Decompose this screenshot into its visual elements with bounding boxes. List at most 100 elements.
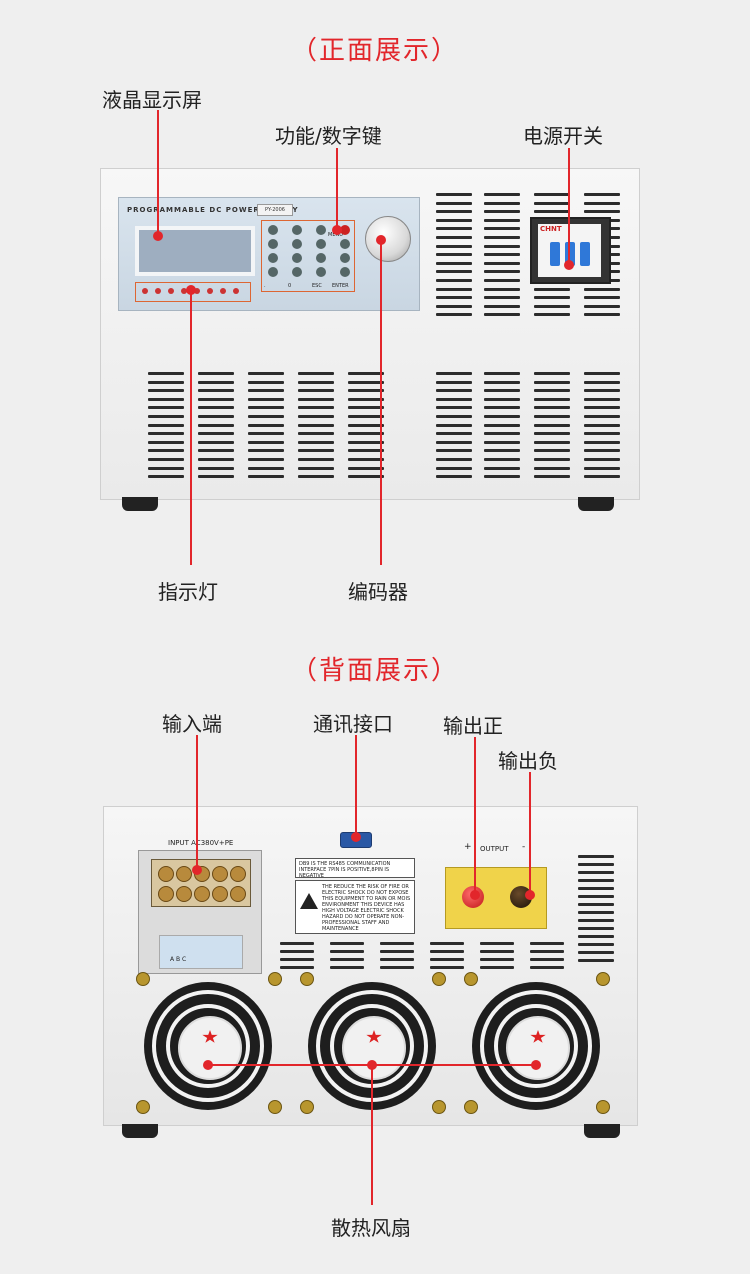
vent-slot — [298, 372, 334, 375]
terminal-screw[interactable] — [230, 866, 246, 882]
keypad-key[interactable] — [316, 267, 326, 277]
terminal-screw[interactable] — [176, 866, 192, 882]
back-foot-left — [122, 1124, 158, 1138]
vent-slot — [430, 950, 464, 953]
fan-mount-bolt — [300, 972, 314, 986]
keypad-key[interactable] — [268, 267, 278, 277]
keypad-key[interactable] — [340, 253, 350, 263]
keypad-key[interactable] — [316, 225, 326, 235]
keypad-key[interactable] — [340, 267, 350, 277]
pointer-dot-fan-3 — [531, 1060, 541, 1070]
vent-slot — [430, 958, 464, 961]
breaker-toggle-2[interactable] — [565, 242, 575, 266]
vent-slot — [248, 372, 284, 375]
vent-slot — [198, 449, 234, 453]
breaker-toggle-1[interactable] — [550, 242, 560, 266]
keypad-key[interactable] — [292, 239, 302, 249]
vent-slot — [436, 270, 472, 274]
vent-slot — [578, 887, 614, 890]
terminal-screw[interactable] — [212, 866, 228, 882]
pointer-indicator — [190, 290, 192, 565]
pointer-dot-lcd — [153, 231, 163, 241]
keypad-key[interactable] — [316, 253, 326, 263]
vent-slot — [436, 432, 472, 436]
keypad-key[interactable] — [292, 267, 302, 277]
indicator-led — [142, 288, 148, 294]
vent-slot — [584, 415, 620, 418]
vent-slot — [198, 466, 234, 470]
fan-hub — [178, 1016, 242, 1080]
vent-slot — [484, 313, 520, 317]
keypad-key[interactable] — [268, 225, 278, 235]
star-icon — [530, 1030, 546, 1043]
pointer-dot-input — [192, 865, 202, 875]
vent-slot — [436, 389, 472, 393]
vent-slot — [584, 458, 620, 461]
vent-slot — [298, 406, 334, 410]
vent-slot — [578, 879, 614, 882]
pointer-dot-out-pos — [470, 890, 480, 900]
vent-slot — [584, 304, 620, 308]
vent-slot — [484, 449, 520, 453]
cooling-fan — [472, 982, 600, 1110]
vent-slot — [534, 313, 570, 317]
vent-slot — [584, 210, 620, 214]
vent-slot — [436, 415, 472, 418]
vent-slot — [436, 201, 472, 205]
vent-slot — [584, 201, 620, 205]
keypad-key[interactable] — [340, 239, 350, 249]
vent-slot — [578, 919, 614, 922]
vent-slot — [584, 466, 620, 470]
fan-mount-bolt — [464, 1100, 478, 1114]
terminal-screw[interactable] — [158, 886, 174, 902]
vent-slot — [248, 432, 284, 436]
terminal-screw[interactable] — [176, 886, 192, 902]
pointer-dot-fan-1 — [203, 1060, 213, 1070]
label-input: 输入端 — [162, 712, 222, 736]
label-encoder: 编码器 — [348, 580, 408, 604]
terminal-screw[interactable] — [230, 886, 246, 902]
pointer-keys — [336, 148, 338, 230]
label-comm: 通讯接口 — [313, 712, 393, 736]
phase-labels: A B C — [170, 956, 187, 963]
vent-slot — [380, 958, 414, 961]
keypad-key[interactable] — [316, 239, 326, 249]
keypad-key[interactable] — [340, 225, 350, 235]
terminal-screw[interactable] — [194, 886, 210, 902]
keypad-key[interactable] — [268, 239, 278, 249]
vent-slot — [198, 432, 234, 436]
vent-slot — [148, 466, 184, 470]
vent-slot — [578, 927, 614, 930]
vent-slot — [298, 432, 334, 436]
vent-slot — [584, 380, 620, 384]
breaker-brand: CHNT — [540, 225, 562, 233]
fan-mount-bolt — [432, 1100, 446, 1114]
label-out-neg: 输出负 — [498, 749, 558, 773]
vent-slot — [578, 895, 614, 898]
breaker-toggle-3[interactable] — [580, 242, 590, 266]
keypad-key[interactable] — [292, 253, 302, 263]
keypad[interactable]: MENU . 0 ESC ENTER — [261, 220, 355, 292]
vent-slot — [484, 210, 520, 214]
vent-slot — [330, 958, 364, 961]
vent-slot — [484, 423, 520, 427]
vent-slot — [248, 458, 284, 461]
encoder-knob[interactable] — [365, 216, 411, 262]
vent-slot — [198, 423, 234, 427]
fan-hub — [506, 1016, 570, 1080]
panel-model: PY-2006 — [257, 204, 293, 216]
vent-slot — [380, 966, 414, 969]
vent-slot — [436, 397, 472, 401]
terminal-screw[interactable] — [158, 866, 174, 882]
keypad-key[interactable] — [268, 253, 278, 263]
vent-slot — [298, 440, 334, 444]
power-breaker[interactable]: CHNT — [530, 217, 611, 284]
vent-slot — [484, 236, 520, 239]
phase-card: A B C — [159, 935, 243, 969]
fan-mount-bolt — [432, 972, 446, 986]
keypad-key[interactable] — [292, 225, 302, 235]
terminal-screw[interactable] — [212, 886, 228, 902]
panel-title: PROGRAMMABLE DC POWER SUPPLY — [127, 206, 299, 214]
vent-slot — [484, 270, 520, 274]
vent-slot — [148, 423, 184, 427]
